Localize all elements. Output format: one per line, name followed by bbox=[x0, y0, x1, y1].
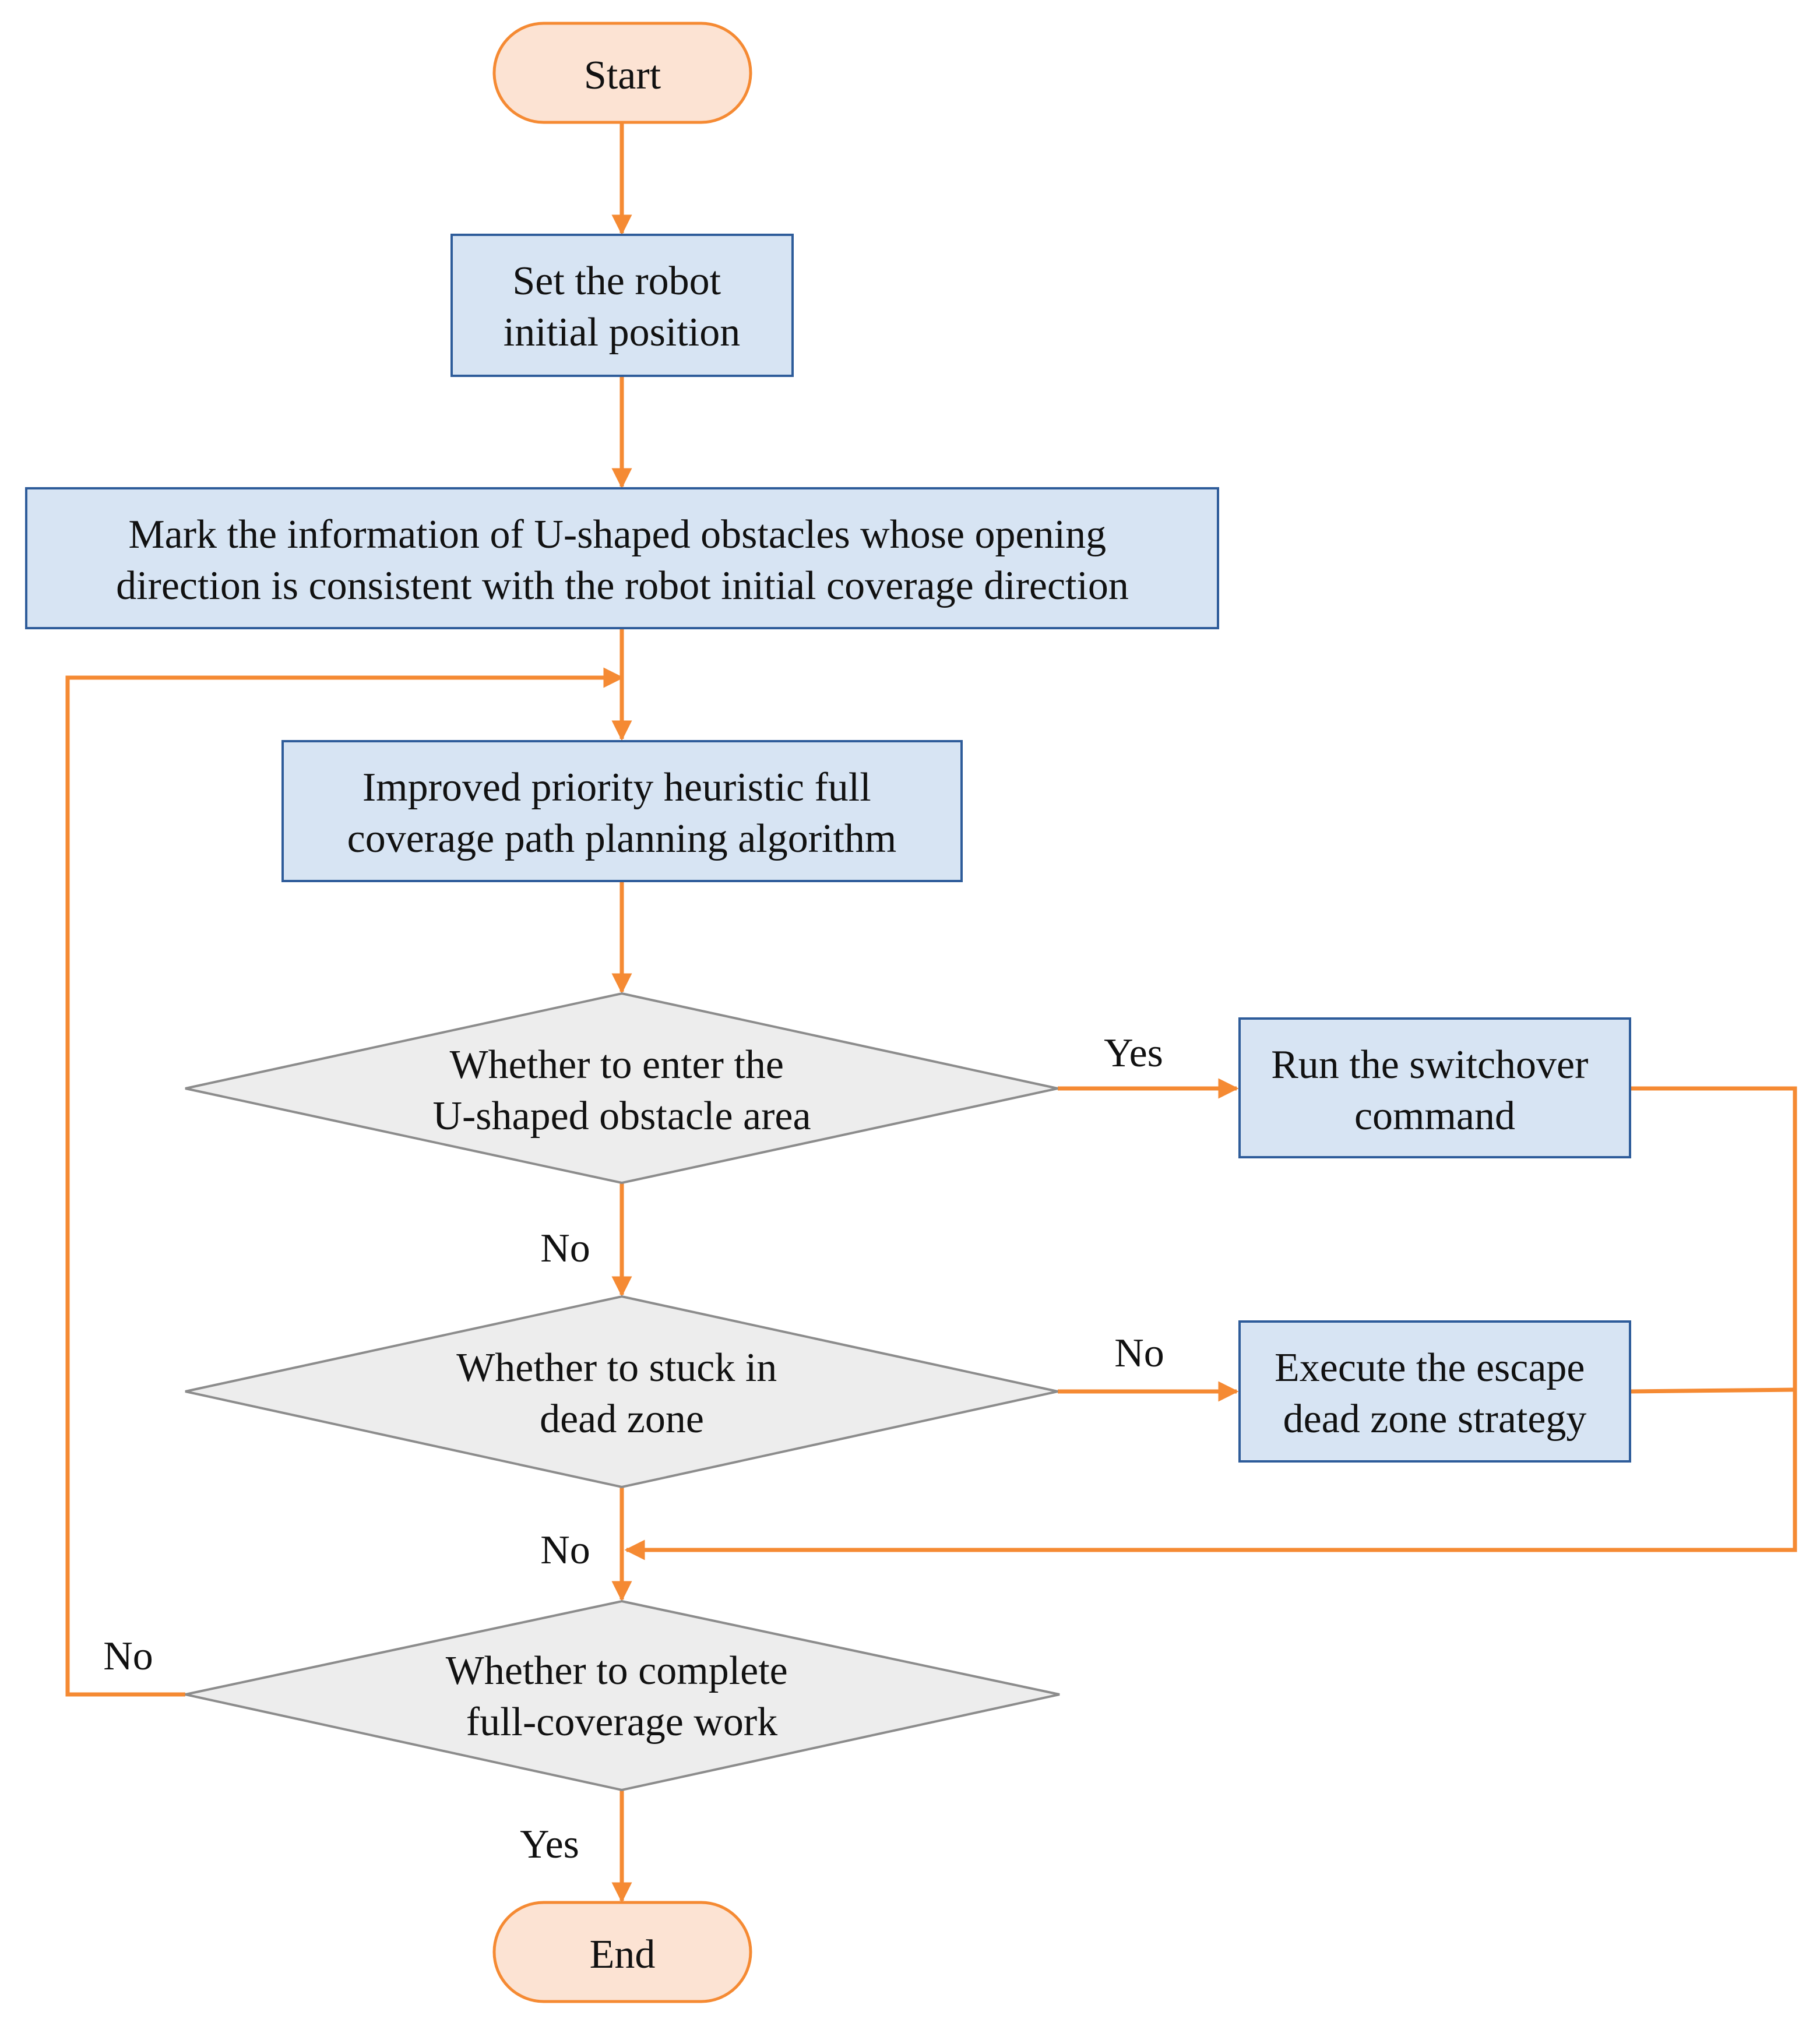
edge-switchover-return bbox=[624, 1086, 1797, 1560]
set-position-box: Set the robot initial position bbox=[450, 234, 794, 377]
start-label: Start bbox=[584, 53, 661, 98]
decision-dead-zone-label: Whether to stuck in dead zone bbox=[456, 1345, 787, 1442]
edge-labels: Yes No No No No Yes bbox=[103, 1031, 1164, 1867]
label-complete-yes: Yes bbox=[520, 1822, 579, 1867]
switchover-label: Run the switchover command bbox=[1271, 1042, 1599, 1139]
decision-dead-zone: Whether to stuck in dead zone bbox=[185, 1295, 1058, 1489]
start-terminal: Start bbox=[492, 22, 752, 124]
decision-u-area-label: Whether to enter the U-shaped obstacle a… bbox=[432, 1042, 811, 1139]
decision-u-area: Whether to enter the U-shaped obstacle a… bbox=[185, 992, 1058, 1185]
label-complete-no: No bbox=[103, 1634, 153, 1679]
decision-complete-label: Whether to complete full-coverage work bbox=[446, 1648, 798, 1745]
label-dead-zone-no-down: No bbox=[540, 1528, 590, 1573]
switchover-box: Run the switchover command bbox=[1238, 1017, 1631, 1158]
escape-label: Execute the escape dead zone strategy bbox=[1275, 1345, 1595, 1442]
mark-info-label: Mark the information of U-shaped obstacl… bbox=[116, 512, 1129, 608]
edge-escape-return bbox=[1629, 1387, 1796, 1394]
label-u-area-yes: Yes bbox=[1104, 1031, 1163, 1076]
end-terminal: End bbox=[492, 1901, 752, 2003]
set-position-label: Set the robot initial position bbox=[504, 259, 740, 355]
algorithm-label: Improved priority heuristic full coverag… bbox=[347, 765, 897, 861]
label-dead-zone-no-right: No bbox=[1114, 1331, 1164, 1376]
mark-info-box: Mark the information of U-shaped obstacl… bbox=[25, 487, 1219, 629]
end-label: End bbox=[590, 1932, 656, 1977]
decision-complete: Whether to complete full-coverage work bbox=[185, 1599, 1060, 1792]
algorithm-box: Improved priority heuristic full coverag… bbox=[281, 740, 963, 882]
edge-complete-no-loop bbox=[65, 667, 624, 1697]
escape-box: Execute the escape dead zone strategy bbox=[1238, 1320, 1631, 1463]
connectors bbox=[65, 122, 1797, 1903]
label-u-area-no: No bbox=[540, 1226, 590, 1271]
